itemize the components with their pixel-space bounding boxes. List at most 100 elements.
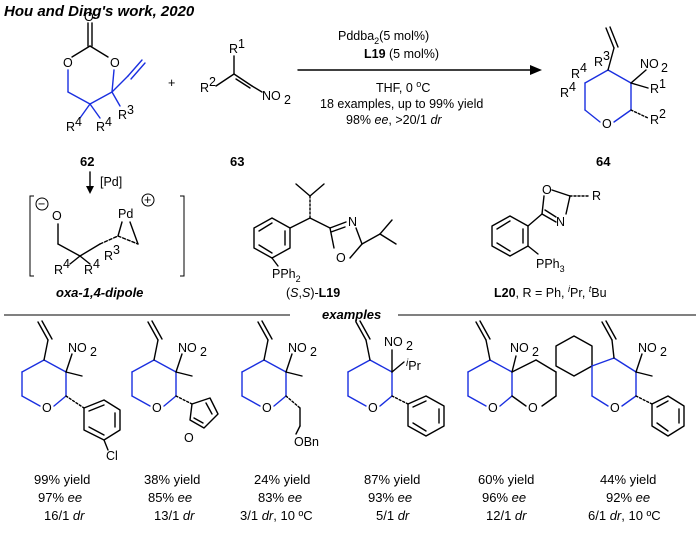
atom-O: O	[602, 117, 612, 131]
label-NO2: NO	[384, 335, 403, 349]
label-NO2-sub: 2	[90, 345, 97, 359]
atom-O: O	[336, 251, 346, 265]
minus-charge: −	[38, 197, 45, 211]
label-R3-sup: 3	[113, 243, 120, 257]
label-R2-sup: 2	[659, 107, 666, 121]
label-R2: R	[200, 81, 209, 95]
label-R1-sup: 1	[659, 77, 666, 91]
label-R4b: R	[84, 263, 93, 277]
plus-sign: +	[168, 76, 175, 90]
label-R4b: R	[96, 120, 105, 134]
example-1-dr: 16/1 dr	[44, 508, 85, 523]
example-6-dr: 6/1 dr, 10 ºC	[588, 508, 661, 523]
label-R2-sup: 2	[209, 75, 216, 89]
example-2-ee: 85% ee	[148, 490, 192, 505]
label-R3-sup: 3	[603, 49, 610, 63]
label-Cl: Cl	[106, 449, 118, 463]
label-R4b-sup: 4	[93, 257, 100, 271]
label-R1: R	[650, 82, 659, 96]
compound-64-structure: O NO 2 R 1 R 2 R 3 R 4 R 4	[560, 26, 668, 131]
example-3-dr: 3/1 dr, 10 ºC	[240, 508, 313, 523]
label-NO2: NO	[288, 341, 307, 355]
label-R3: R	[594, 55, 603, 69]
label-R3-sup: 3	[127, 103, 134, 117]
atom-O: O	[110, 56, 120, 70]
example-6-structure: O NO 2	[555, 320, 685, 437]
example-5-ee: 96% ee	[482, 490, 526, 505]
label-R4: R	[66, 120, 75, 134]
label-NO2-sub: 2	[284, 93, 291, 107]
dipole-name: oxa-1,4-dipole	[56, 285, 143, 300]
condition-selectivity: 98% ee, >20/1 dr	[346, 113, 442, 127]
label-R: R	[592, 189, 601, 203]
atom-O: O	[528, 401, 538, 415]
compound-62-label: 62	[80, 154, 94, 169]
atom-O: O	[52, 209, 62, 223]
compound-62-structure: O O O R 4 R 4 R 3	[63, 10, 146, 134]
example-6-ee: 92% ee	[606, 490, 650, 505]
atom-O: O	[368, 401, 378, 415]
label-NO2: NO	[638, 341, 657, 355]
label-PPh2: PPh2	[272, 267, 301, 284]
example-4-dr: 5/1 dr	[376, 508, 410, 523]
example-1-ee: 97% ee	[38, 490, 82, 505]
condition-solvent: THF, 0 oC	[376, 79, 430, 95]
atom-N: N	[556, 215, 565, 229]
label-R4b: R	[560, 86, 569, 100]
atom-O: O	[42, 401, 52, 415]
compound-63-label: 63	[230, 154, 244, 169]
example-3-structure: O NO 2 OBn	[241, 320, 319, 449]
atom-O: O	[262, 401, 272, 415]
label-NO2-sub: 2	[310, 345, 317, 359]
label-NO2-sub: 2	[532, 345, 539, 359]
compound-63-structure: R 2 R 1 NO 2	[200, 37, 291, 107]
reaction-arrow	[297, 65, 542, 75]
label-R1: R	[229, 42, 238, 56]
label-NO2: NO	[68, 341, 87, 355]
example-2-yield: 38% yield	[144, 472, 200, 487]
scheme-title: Hou and Ding's work, 2020	[4, 3, 195, 20]
example-2-dr: 13/1 dr	[154, 508, 195, 523]
examples-header: examples	[322, 307, 381, 322]
pd-label: [Pd]	[100, 175, 122, 189]
example-4-structure: O NO 2 iPr	[347, 320, 445, 437]
label-NO2: NO	[640, 57, 659, 71]
example-3-ee: 83% ee	[258, 490, 302, 505]
dipole-structure: − O Pd + R 4 R 4 R 3	[29, 193, 185, 277]
label-R4-sup: 4	[75, 115, 82, 129]
atom-O: O	[152, 401, 162, 415]
label-OBn: OBn	[294, 435, 319, 449]
label-R4b-sup: 4	[569, 80, 576, 94]
condition-catalyst: Pddba2(5 mol%)	[338, 29, 429, 46]
atom-O: O	[610, 401, 620, 415]
ligand-L19-structure: PPh2 N O	[253, 183, 397, 284]
example-4-yield: 87% yield	[364, 472, 420, 487]
label-PPh3: PPh3	[536, 257, 565, 274]
example-5-dr: 12/1 dr	[486, 508, 527, 523]
label-R4-sup: 4	[63, 257, 70, 271]
ligand-L20-structure: PPh3 O N R	[491, 183, 601, 274]
atom-O: O	[63, 56, 73, 70]
label-NO2-sub: 2	[406, 339, 413, 353]
compound-64-label: 64	[596, 154, 611, 169]
example-1-structure: O NO 2 Cl	[21, 320, 121, 463]
atom-Pd: Pd	[118, 207, 133, 221]
label-R3: R	[118, 108, 127, 122]
atom-N: N	[348, 215, 357, 229]
label-NO2: NO	[510, 341, 529, 355]
plus-charge: +	[144, 193, 151, 207]
label-iPr: iPr	[406, 358, 421, 373]
label-NO2-sub: 2	[200, 345, 207, 359]
ligand-L19-label: (S,S)-L19	[286, 286, 340, 300]
label-R3: R	[104, 249, 113, 263]
label-R4-sup: 4	[580, 61, 587, 75]
label-NO2: NO	[262, 89, 281, 103]
pd-arrow	[86, 171, 94, 194]
label-R2: R	[650, 113, 659, 127]
example-4-ee: 93% ee	[368, 490, 412, 505]
label-R4: R	[571, 67, 580, 81]
ligand-L20-label: L20, R = Ph, iPr, tBu	[494, 284, 607, 300]
label-NO2: NO	[178, 341, 197, 355]
example-1-yield: 99% yield	[34, 472, 90, 487]
atom-O: O	[184, 431, 194, 445]
